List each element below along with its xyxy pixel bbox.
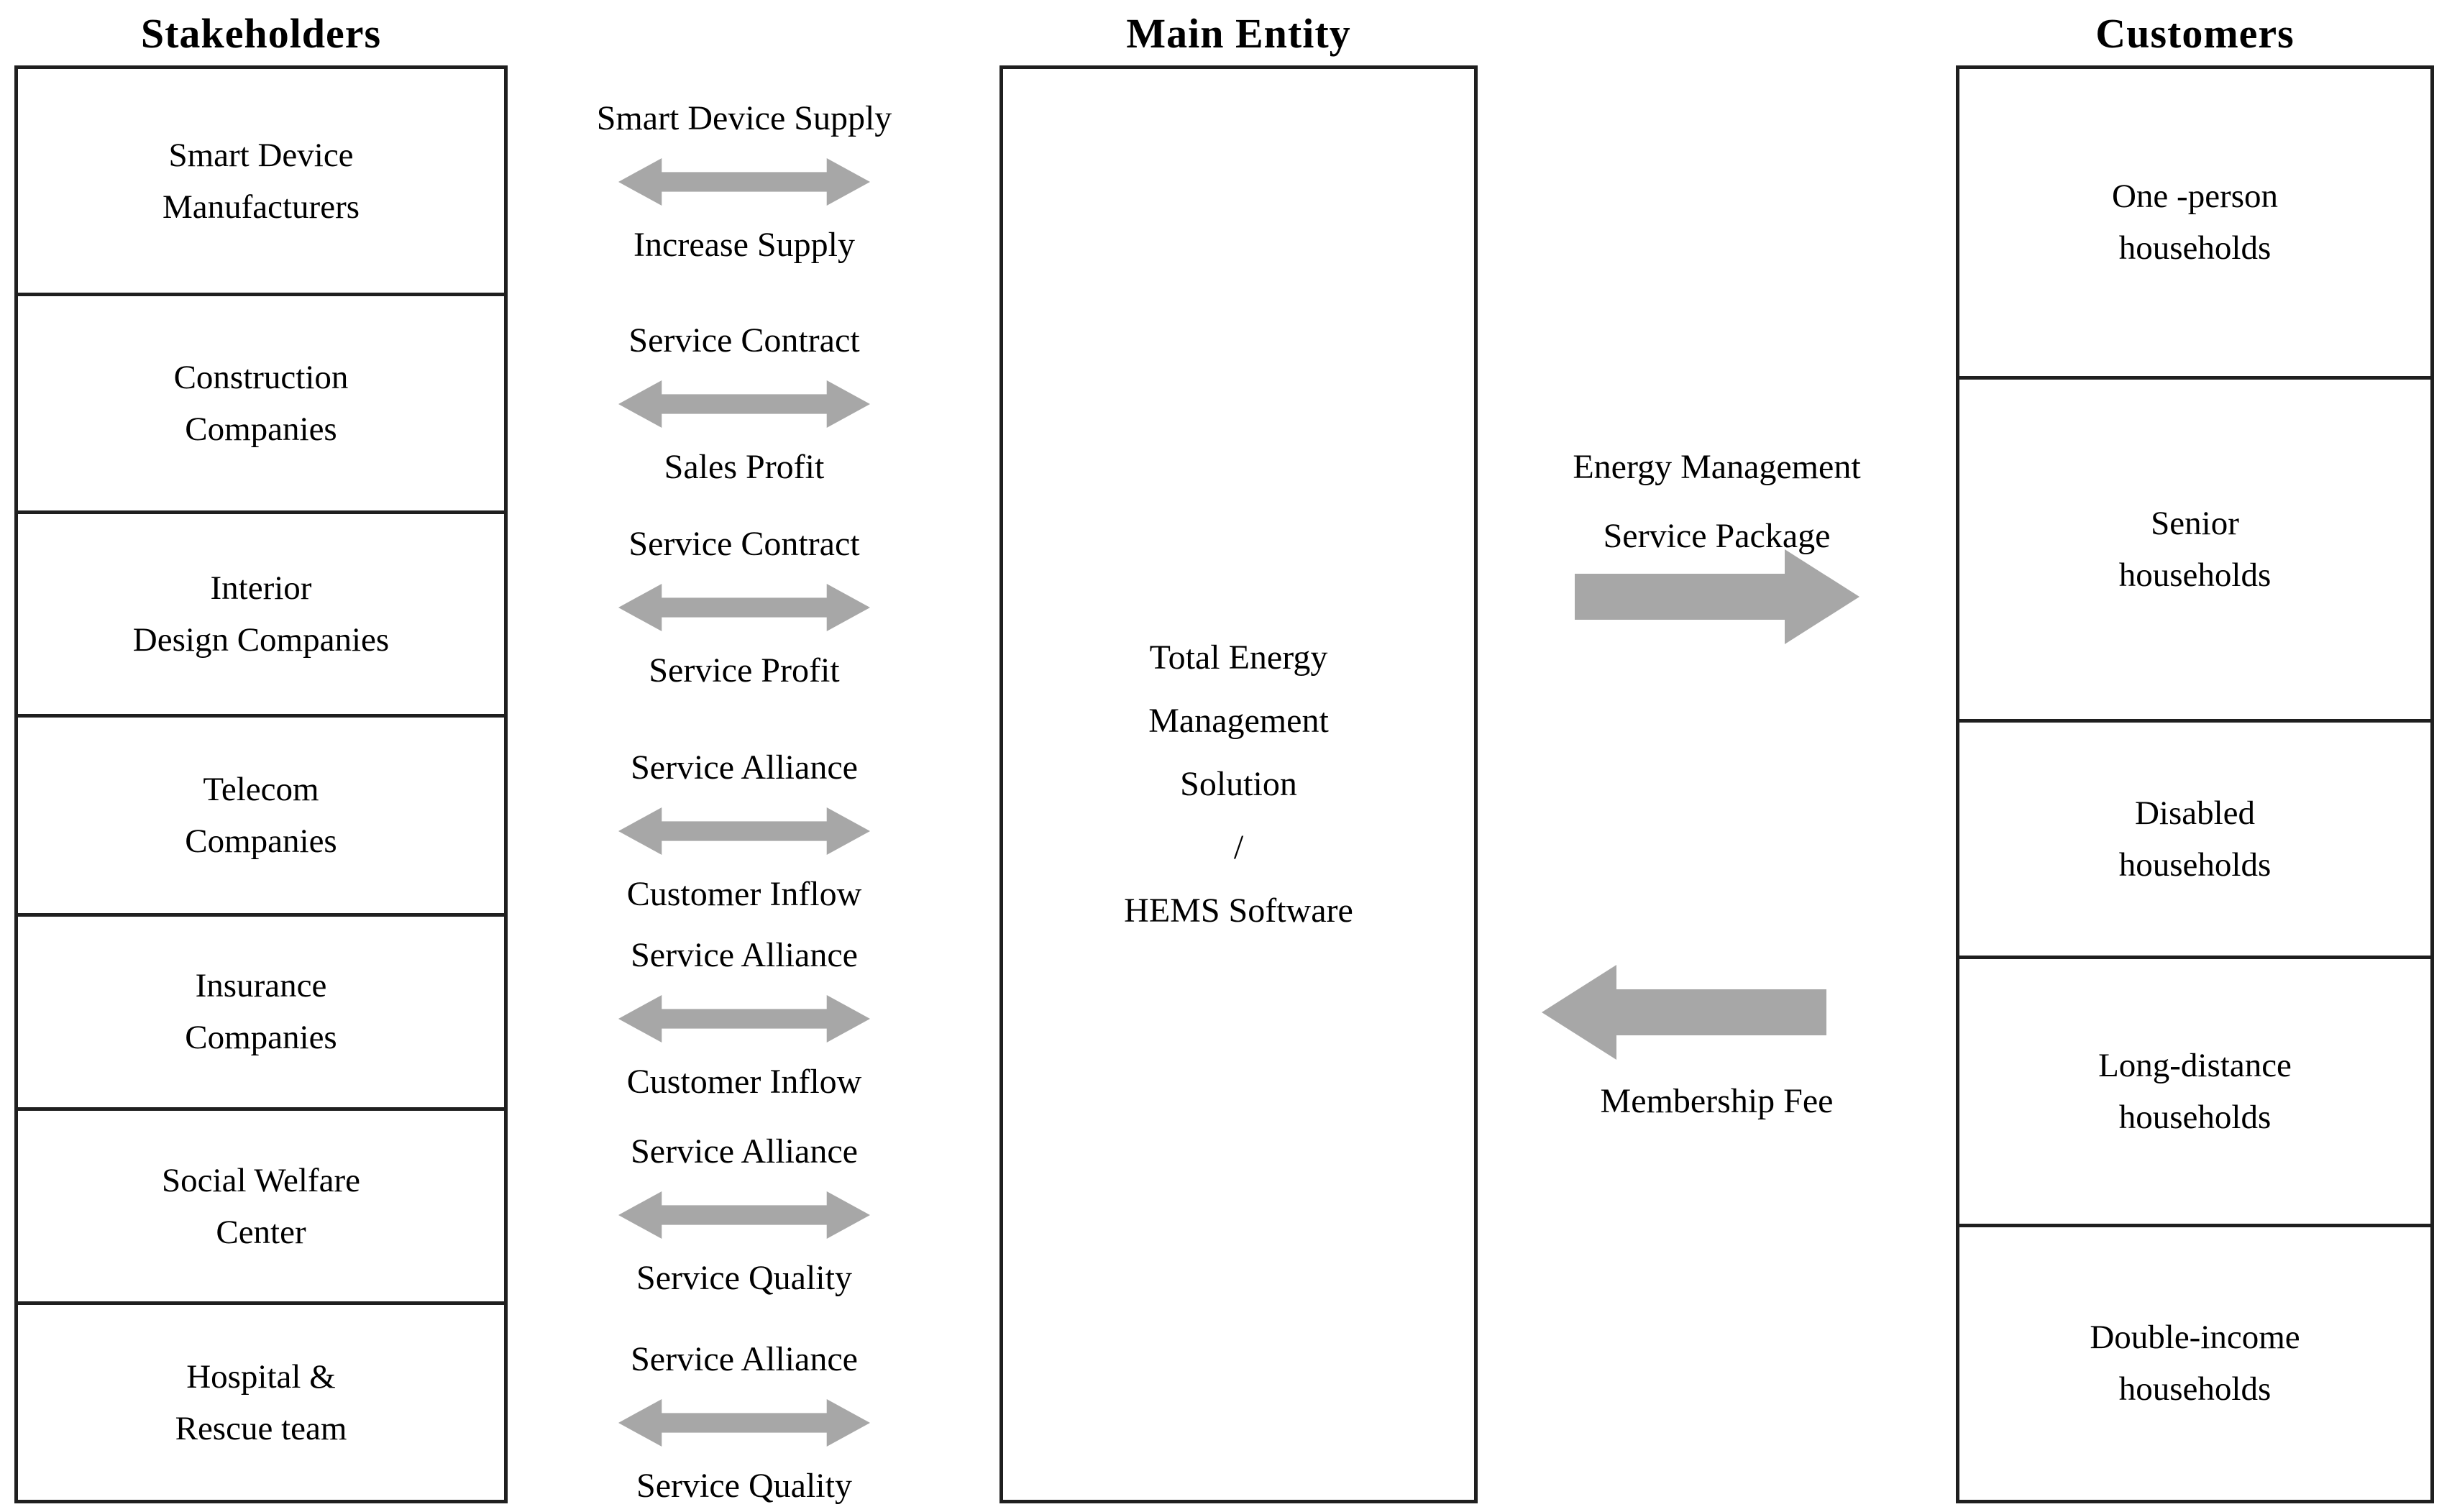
stakeholder-box-interior-design-companies: Interior Design Companies	[18, 510, 504, 715]
main-entity-box: Total Energy Management Solution / HEMS …	[999, 65, 1478, 1503]
exchange-bottom-label: Service Quality	[636, 1467, 852, 1505]
double-arrow-icon	[618, 1191, 870, 1240]
stakeholder-label: Smart Device Manufacturers	[162, 136, 360, 226]
stakeholder-label: Insurance Companies	[185, 967, 337, 1057]
exchange-top-label: Service Alliance	[631, 748, 858, 787]
customer-label: Disabled households	[2118, 794, 2272, 884]
exchange-top-label: Smart Device Supply	[596, 99, 892, 137]
stakeholder-box-hospital-rescue-team: Hospital & Rescue team	[18, 1301, 504, 1500]
exchange-group-insurance: Service Alliance Customer Inflow	[507, 930, 982, 1108]
customer-label: One -person households	[2111, 178, 2278, 267]
double-arrow-icon	[618, 994, 870, 1043]
exchange-group-construction: Service Contract Sales Profit	[507, 315, 982, 493]
exchange-group-social-welfare: Service Alliance Service Quality	[507, 1126, 982, 1304]
customers-column-header: Customers	[2095, 9, 2295, 57]
stakeholder-label: Hospital & Rescue team	[175, 1357, 347, 1447]
customer-label: Double-income households	[2090, 1319, 2300, 1408]
stakeholder-box-smart-device-manufacturers: Smart Device Manufacturers	[18, 69, 504, 293]
stakeholder-box-construction-companies: Construction Companies	[18, 293, 504, 510]
stakeholder-box-insurance-companies: Insurance Companies	[18, 913, 504, 1107]
stakeholder-box-telecom-companies: Telecom Companies	[18, 714, 504, 913]
double-arrow-icon	[618, 157, 870, 206]
energy-management-service-package-label: Energy Management Service Package	[1573, 448, 1861, 555]
stakeholders-column-header: Stakeholders	[140, 9, 382, 57]
exchange-top-label: Service Alliance	[631, 1340, 858, 1378]
exchange-bottom-label: Service Quality	[636, 1259, 852, 1297]
main-entity-column-header: Main Entity	[1126, 9, 1351, 57]
stakeholder-label: Interior Design Companies	[132, 569, 390, 659]
double-arrow-icon	[618, 1398, 870, 1447]
customer-label: Senior households	[2118, 505, 2272, 595]
double-arrow-icon	[618, 380, 870, 429]
double-arrow-icon	[618, 583, 870, 632]
exchange-bottom-label: Customer Inflow	[626, 1063, 862, 1101]
stakeholders-column: Smart Device Manufacturers Construction …	[14, 65, 508, 1503]
customer-box-one-person-households: One -person households	[1959, 69, 2430, 376]
left-arrow-icon	[1542, 965, 1826, 1060]
customer-box-disabled-households: Disabled households	[1959, 719, 2430, 955]
exchange-bottom-label: Increase Supply	[633, 226, 855, 264]
exchange-group-hospital: Service Alliance Service Quality	[507, 1334, 982, 1512]
stakeholder-label: Telecom Companies	[185, 771, 337, 861]
exchange-top-label: Service Alliance	[631, 1132, 858, 1170]
main-entity-label: Total Energy Management Solution / HEMS …	[1124, 638, 1353, 930]
exchange-top-label: Service Contract	[628, 525, 860, 563]
exchange-bottom-label: Service Profit	[649, 651, 840, 689]
stakeholder-label: Social Welfare Center	[162, 1161, 360, 1251]
exchange-bottom-label: Sales Profit	[664, 448, 825, 486]
exchange-top-label: Service Contract	[628, 321, 860, 359]
double-arrow-icon	[618, 807, 870, 856]
customer-label: Long-distance households	[2098, 1046, 2292, 1136]
exchange-group-smart-device: Smart Device Supply Increase Supply	[507, 93, 982, 271]
customers-column: One -person households Senior households…	[1956, 65, 2434, 1503]
customer-box-long-distance-households: Long-distance households	[1959, 955, 2430, 1224]
customer-box-senior-households: Senior households	[1959, 375, 2430, 720]
right-arrow-icon	[1575, 549, 1859, 644]
exchange-top-label: Service Alliance	[631, 936, 858, 974]
customer-box-double-income-households: Double-income households	[1959, 1223, 2430, 1500]
exchange-group-interior-design: Service Contract Service Profit	[507, 518, 982, 697]
stakeholder-label: Construction Companies	[173, 359, 349, 449]
membership-fee-label: Membership Fee	[1600, 1082, 1834, 1120]
stakeholder-box-social-welfare-center: Social Welfare Center	[18, 1106, 504, 1302]
exchange-bottom-label: Customer Inflow	[626, 875, 862, 913]
exchange-group-telecom: Service Alliance Customer Inflow	[507, 742, 982, 920]
